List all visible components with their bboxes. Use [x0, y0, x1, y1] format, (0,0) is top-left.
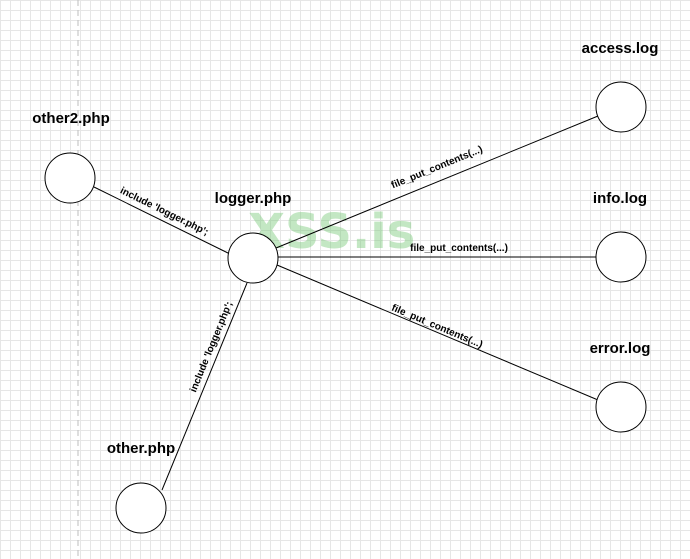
- edge-label-other2-logger: include 'logger.php';: [118, 185, 210, 238]
- node-other2-circle[interactable]: [44, 152, 96, 204]
- edges-group: [93, 115, 599, 491]
- edge-other2-logger[interactable]: [93, 186, 231, 255]
- edge-logger-error[interactable]: [276, 264, 599, 401]
- node-labels-group: other2.php logger.php other.php access.l…: [32, 40, 658, 457]
- node-logger-circle[interactable]: [227, 232, 279, 284]
- node-access-circle[interactable]: [595, 81, 647, 133]
- node-info-circle[interactable]: [595, 231, 647, 283]
- edge-logger-access[interactable]: [275, 115, 599, 249]
- edge-labels-group: include 'logger.php'; include 'logger.ph…: [118, 144, 508, 394]
- node-error-circle[interactable]: [595, 381, 647, 433]
- node-label-error: error.log: [590, 340, 651, 357]
- edge-other-logger[interactable]: [161, 282, 248, 491]
- node-label-other2: other2.php: [32, 110, 110, 127]
- edge-label-logger-access: file_put_contents(...): [390, 144, 485, 191]
- nodes-group: [44, 81, 647, 534]
- node-label-access: access.log: [582, 40, 659, 57]
- edge-label-logger-info: file_put_contents(...): [410, 243, 508, 254]
- node-label-other: other.php: [107, 440, 175, 457]
- edge-label-other-logger: include 'logger.php';: [188, 300, 235, 394]
- node-label-logger: logger.php: [215, 190, 292, 207]
- node-other-circle[interactable]: [115, 482, 167, 534]
- node-label-info: info.log: [593, 190, 647, 207]
- edge-label-logger-error: file_put_contents(...): [390, 303, 484, 351]
